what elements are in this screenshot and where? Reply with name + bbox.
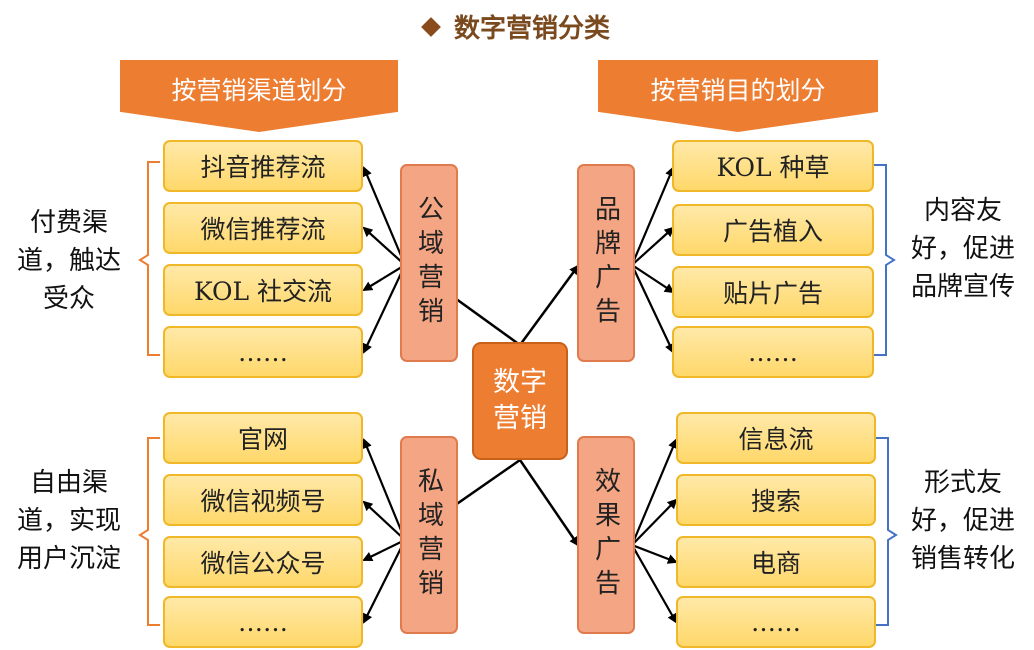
- arrow-public-2: [362, 226, 406, 266]
- private-item-4: ……: [163, 596, 363, 648]
- note-brand: 内容友好，促进品牌宣传: [910, 196, 1015, 302]
- effect-item-1: 信息流: [676, 412, 876, 464]
- private-item-2: 微信视频号: [163, 474, 363, 526]
- center-node: 数字营销: [472, 342, 568, 460]
- arrow-private-4: [363, 539, 406, 624]
- private-item-3: 微信公众号: [163, 536, 363, 588]
- bracket-effect: [876, 437, 898, 626]
- effect-item-4: ……: [676, 596, 876, 648]
- arrow-private-2: [362, 500, 406, 541]
- private-item-1: 官网: [163, 412, 363, 464]
- bracket-brand: [874, 164, 896, 356]
- note-effect: 形式友好，促进销售转化: [910, 468, 1015, 574]
- category-brand: 品牌广告: [577, 164, 635, 362]
- page-title-text: 数字营销分类: [453, 14, 610, 44]
- arrow-center-to-brand: [518, 264, 580, 346]
- arrow-public-3: [362, 264, 406, 292]
- public-item-2: 微信推荐流: [163, 202, 363, 254]
- center-node-label: 数字营销: [493, 367, 547, 434]
- arrow-brand-2: [631, 226, 675, 266]
- bracket-public: [138, 161, 160, 356]
- public-item-4: ……: [163, 326, 363, 378]
- arrow-effect-3: [631, 543, 678, 564]
- arrow-effect-1: [630, 438, 678, 546]
- arrow-center-to-effect: [518, 459, 580, 547]
- public-item-1: 抖音推荐流: [163, 140, 363, 192]
- diamond-icon: [421, 16, 441, 37]
- note-public: 付费渠道，触达受众: [16, 208, 121, 314]
- arrow-brand-4: [631, 264, 675, 354]
- arrow-public-1: [362, 166, 407, 266]
- page-title: 数字营销分类: [0, 8, 1034, 45]
- brand-item-4: ……: [672, 326, 874, 378]
- brand-item-2: 广告植入: [672, 204, 874, 256]
- arrow-private-3: [362, 539, 406, 561]
- arrow-private-1: [362, 438, 407, 541]
- brand-item-3: 贴片广告: [672, 266, 874, 318]
- effect-item-3: 电商: [676, 536, 876, 588]
- note-private: 自由渠道，实现用户沉淀: [16, 468, 121, 574]
- bracket-private: [138, 437, 160, 626]
- arrow-brand-1: [630, 166, 675, 266]
- category-effect: 效果广告: [577, 436, 635, 634]
- public-item-3: KOL 社交流: [163, 264, 363, 316]
- arrow-public-4: [362, 264, 406, 354]
- arrow-effect-2: [631, 498, 678, 546]
- category-public: 公域营销: [400, 164, 458, 362]
- effect-item-2: 搜索: [676, 474, 876, 526]
- brand-item-1: KOL 种草: [672, 140, 874, 192]
- arrow-brand-3: [631, 264, 675, 294]
- arrow-effect-4: [631, 544, 677, 624]
- category-private: 私域营销: [400, 436, 458, 634]
